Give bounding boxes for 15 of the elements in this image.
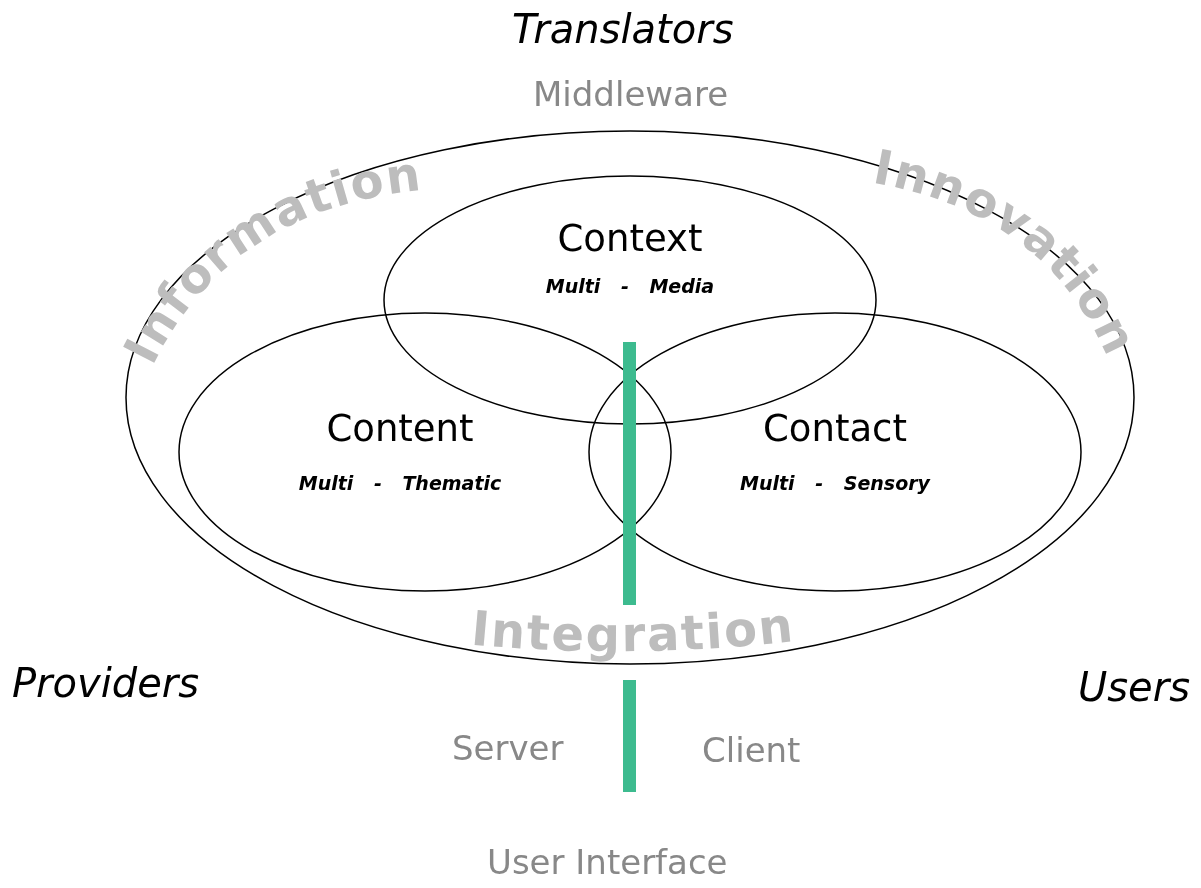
layer-label: User Interface	[487, 842, 728, 882]
subtitle: Multi - Media	[544, 275, 716, 297]
heading: Content	[325, 407, 475, 450]
side-label: Server	[452, 728, 564, 768]
layer-label: Middleware	[533, 74, 729, 114]
role-label: Translators	[512, 6, 734, 52]
heading: Context	[556, 217, 704, 260]
curved-label: Integration	[469, 596, 798, 663]
heading: Contact	[762, 407, 908, 450]
side-label: Client	[702, 730, 801, 770]
subtitle: Multi - Thematic	[297, 472, 503, 494]
subtitle: Multi - Sensory	[739, 472, 932, 494]
role-label: Providers	[12, 660, 200, 706]
role-label: Users	[1078, 664, 1190, 710]
outer-ellipse	[125, 130, 1135, 665]
